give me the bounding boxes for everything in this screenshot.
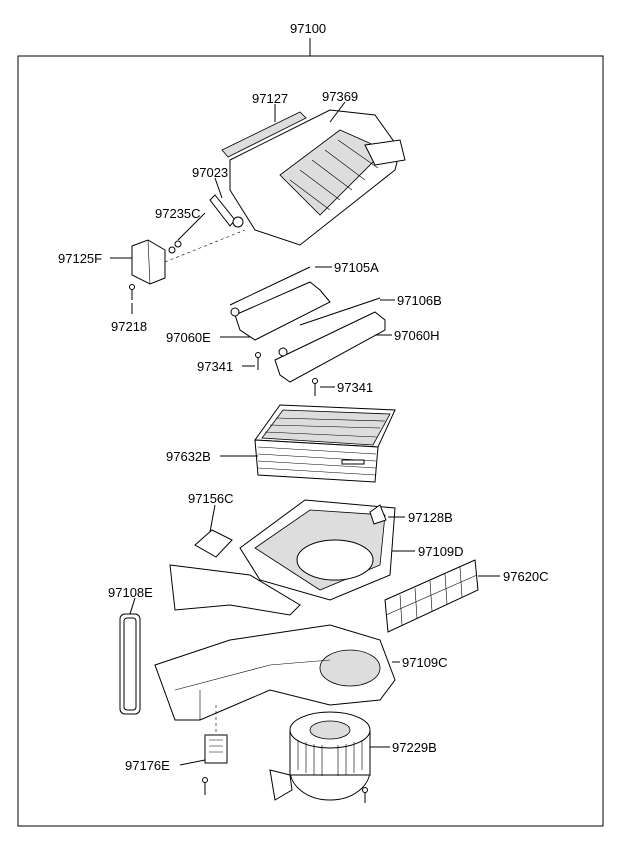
part-label-97106B[interactable]: 97106B (397, 293, 442, 308)
assembly-guide-line (164, 229, 246, 263)
seal-97108E[interactable] (119, 613, 141, 715)
part-label-97108E[interactable]: 97108E (108, 585, 153, 600)
part-label-97023[interactable]: 97023 (192, 165, 228, 180)
screen-97620C[interactable] (384, 559, 479, 633)
door-97060H[interactable] (274, 311, 386, 383)
part-label-97125F[interactable]: 97125F (58, 251, 102, 266)
resistor-97176E[interactable] (204, 705, 228, 764)
leader-lines (110, 101, 500, 766)
shaft-97106B[interactable] (299, 297, 381, 326)
part-label-97105A[interactable]: 97105A (334, 260, 379, 275)
part-label-97369[interactable]: 97369 (322, 89, 358, 104)
part-label-97109C[interactable]: 97109C (402, 655, 448, 670)
assembly-label[interactable]: 97100 (290, 21, 326, 36)
assembly-frame (17, 55, 604, 827)
part-label-97632B[interactable]: 97632B (166, 449, 211, 464)
screw-97341-b[interactable] (312, 378, 318, 397)
part-label-97128B[interactable]: 97128B (408, 510, 453, 525)
part-label-97341-a[interactable]: 97341 (197, 359, 233, 374)
blower-motor-97229B[interactable] (269, 711, 371, 801)
part-label-97235C[interactable]: 97235C (155, 206, 201, 221)
screw-97218[interactable] (129, 284, 135, 301)
screw-97341-a[interactable] (255, 352, 261, 371)
part-label-97341-b[interactable]: 97341 (337, 380, 373, 395)
screw-motor (362, 787, 368, 803)
part-label-97218[interactable]: 97218 (111, 319, 147, 334)
actuator-97125F[interactable] (131, 239, 166, 285)
actuator-lever-97023[interactable] (209, 194, 244, 228)
door-97060E[interactable] (230, 281, 331, 341)
clip-97128B[interactable] (369, 504, 387, 525)
part-label-97620C[interactable]: 97620C (503, 569, 549, 584)
part-label-97229B[interactable]: 97229B (392, 740, 437, 755)
screw-resistor (202, 777, 208, 795)
seal-97156C[interactable] (194, 529, 233, 558)
seal-97127[interactable] (221, 111, 307, 158)
part-label-97060E[interactable]: 97060E (166, 330, 211, 345)
part-label-97156C[interactable]: 97156C (188, 491, 234, 506)
part-label-97176E[interactable]: 97176E (125, 758, 170, 773)
part-label-97109D[interactable]: 97109D (418, 544, 464, 559)
filter-97632B[interactable] (254, 404, 396, 483)
part-label-97127[interactable]: 97127 (252, 91, 288, 106)
intake-case-97109D[interactable] (169, 499, 396, 616)
blower-case-97109C[interactable] (154, 624, 396, 721)
shaft-97105A[interactable] (229, 266, 311, 306)
screw-97235C[interactable] (168, 240, 182, 254)
part-label-97060H[interactable]: 97060H (394, 328, 440, 343)
upper-case-97369[interactable] (229, 109, 406, 246)
